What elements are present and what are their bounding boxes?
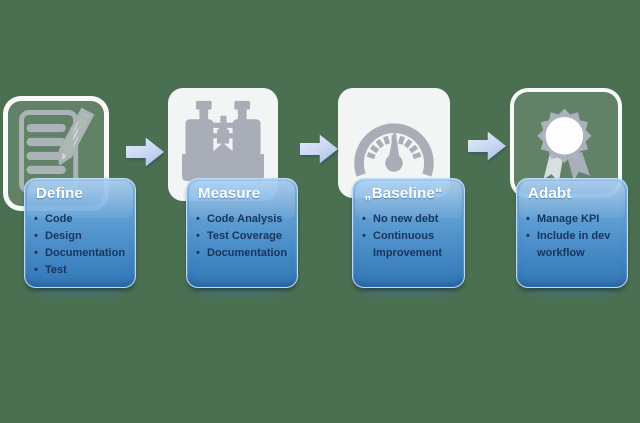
define-icon-frame <box>3 96 109 211</box>
measure-card: Measure Code Analysis Test Coverage Docu… <box>186 178 298 288</box>
bullet-item: Design <box>34 228 131 245</box>
arrow-right-icon <box>468 131 506 161</box>
adabt-card: Adabt Manage KPI Include in dev workflow <box>516 178 628 288</box>
arrow-right-icon <box>126 137 164 167</box>
adabt-bullet-list: Manage KPI Include in dev workflow <box>526 211 623 262</box>
award-ribbon-icon <box>537 108 592 183</box>
binoculars-icon <box>181 100 265 182</box>
measure-card-title: Measure <box>198 185 261 202</box>
bullet-item: Code <box>34 211 131 228</box>
define-card: Define Code Design Documentation Test <box>24 178 136 288</box>
bullet-item: Continuous Improvement <box>362 228 460 262</box>
flow-arrow-3 <box>468 131 506 161</box>
bullet-item: Manage KPI <box>526 211 623 228</box>
bullet-item: Documentation <box>34 245 131 262</box>
flow-arrow-2 <box>300 134 338 164</box>
arrow-right-icon <box>300 134 338 164</box>
measure-bullet-list: Code Analysis Test Coverage Documentatio… <box>196 211 293 262</box>
flow-arrow-1 <box>126 137 164 167</box>
bullet-item: Include in dev workflow <box>526 228 623 262</box>
define-bullet-list: Code Design Documentation Test <box>34 211 131 279</box>
gauge-icon <box>354 123 434 177</box>
bullet-item: No new debt <box>362 211 460 228</box>
bullet-item: Test <box>34 262 131 279</box>
adabt-card-title: Adabt <box>528 185 572 202</box>
bullet-item: Test Coverage <box>196 228 293 245</box>
baseline-card: „Baseline“ No new debt Continuous Improv… <box>352 178 465 288</box>
bullet-item: Code Analysis <box>196 211 293 228</box>
bullet-item: Documentation <box>196 245 293 262</box>
baseline-bullet-list: No new debt Continuous Improvement <box>362 211 460 262</box>
define-card-title: Define <box>36 185 84 202</box>
baseline-card-title: „Baseline“ <box>364 185 443 202</box>
